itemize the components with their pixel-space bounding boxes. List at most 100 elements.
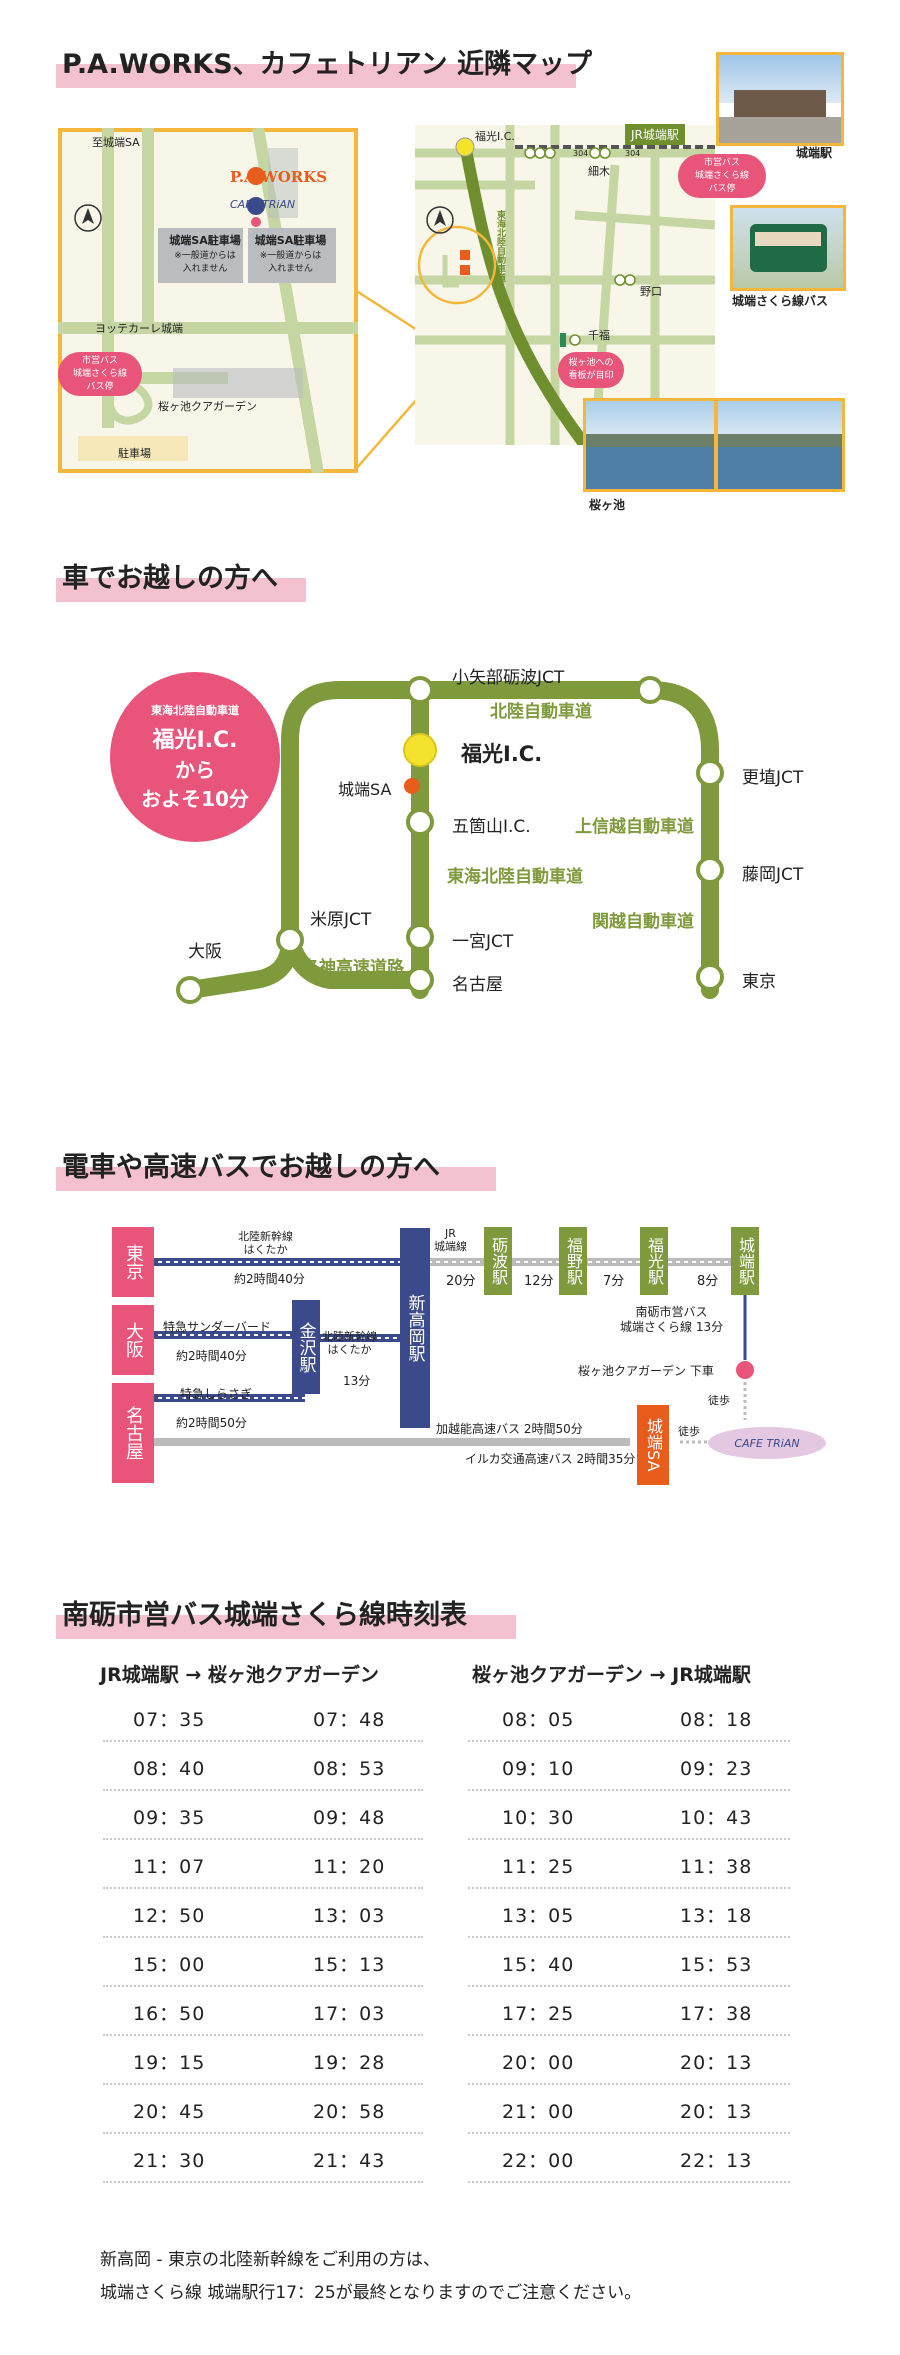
- inset-parking-2: 城端SA駐車場 ※一般道からは 入れません: [248, 232, 333, 274]
- label-tokyo-time: 約2時間40分: [234, 1272, 305, 1286]
- label-walk-2: 徒歩: [678, 1425, 700, 1438]
- caption-sakuragaike: 桜ヶ池: [589, 498, 626, 512]
- station-johana: 城端駅: [731, 1227, 759, 1295]
- label-walk: 徒歩: [708, 1394, 730, 1407]
- station-fukuno-label: 福野駅: [564, 1237, 583, 1285]
- section-title-timetable: 南砺市営バス城端さくら線時刻表: [62, 1600, 467, 1631]
- node-osaka: 大阪: [188, 942, 222, 962]
- inset-bus-stop-callout: 市営バス 城端さくら線 バス停: [58, 352, 142, 396]
- highway-diagram: [176, 676, 724, 1004]
- label-kanazawa-line2: はくたか: [327, 1343, 372, 1356]
- area-senpuku: 千福: [588, 329, 610, 342]
- inset-parking-2-note2: 入れません: [268, 264, 313, 274]
- arrival-time: 13：18: [680, 1905, 753, 1927]
- node-gokayama: 五箇山I.C.: [452, 817, 531, 837]
- inset-map: [58, 128, 358, 473]
- label-kanazawa-time: 13分: [343, 1374, 371, 1388]
- label-osaka-train: 特急サンダーバード: [163, 1320, 271, 1334]
- inset-to-sa: 至城端SA: [92, 136, 140, 149]
- label-sakura-bus-line1: 南砺市営バス: [635, 1305, 708, 1319]
- caption-johana-station: 城端駅: [796, 146, 833, 160]
- origin-osaka-label: 大阪: [123, 1322, 144, 1358]
- area-bus-callout-line1: 市営バス: [703, 158, 740, 168]
- node-koshoku: 更埴JCT: [742, 768, 804, 788]
- section-title-highlight-car: [56, 578, 306, 602]
- road-hokuriku: 北陸自動車道: [490, 702, 592, 722]
- arrival-time: 07：48: [313, 1709, 386, 1731]
- caption-sakura-bus: 城端さくら線バス: [732, 294, 829, 308]
- node-ichinomiya: 一宮JCT: [452, 932, 514, 952]
- departure-time: 20：00: [502, 2052, 575, 2074]
- area-map: [415, 125, 715, 445]
- label-tokyo-line2: はくたか: [243, 1243, 288, 1256]
- area-bus-callout-line2: 城端さくら線: [694, 171, 749, 181]
- arrival-time: 11：20: [313, 1856, 386, 1878]
- car-badge-line3: から: [175, 758, 215, 782]
- inset-cafe-logo: CAFE TRiAN: [230, 198, 296, 211]
- departure-time: 10：30: [502, 1807, 575, 1829]
- label-seg4: 8分: [697, 1274, 719, 1289]
- departure-time: 22：00: [502, 2150, 575, 2172]
- departure-time: 12：50: [133, 1905, 206, 1927]
- arrival-time: 17：03: [313, 2003, 386, 2025]
- zoom-connector: [355, 288, 426, 470]
- area-route-304-a: 304: [573, 149, 589, 158]
- departure-time: 21：30: [133, 2150, 206, 2172]
- label-seg2: 12分: [524, 1274, 554, 1289]
- road-joshinetsu: 上信越自動車道: [575, 817, 694, 837]
- label-kanazawa-line1: 北陸新幹線: [322, 1330, 377, 1343]
- departure-time: 15：00: [133, 1954, 206, 1976]
- area-sign-callout: 桜ヶ池への 看板が目印: [558, 352, 624, 388]
- section-title-highlight: [56, 64, 576, 88]
- label-garden-stop: 桜ヶ池クアガーデン 下車: [578, 1364, 714, 1378]
- label-seg3: 7分: [603, 1274, 625, 1289]
- departure-time: 16：50: [133, 2003, 206, 2025]
- photo-sakura-bus: [730, 205, 846, 291]
- section-title-car: 車でお越しの方へ: [62, 563, 278, 594]
- section-title-train: 電車や高速バスでお越しの方へ: [62, 1152, 440, 1183]
- area-fukumitsu-ic: 福光I.C.: [475, 130, 515, 143]
- area-north-arrow-icon: [426, 206, 454, 234]
- departure-time: 11：25: [502, 1856, 575, 1878]
- label-kaetsuno-bus: 加越能高速バス 2時間50分: [436, 1422, 583, 1436]
- label-tokyo-line1: 北陸新幹線: [238, 1230, 293, 1243]
- departure-time: 09：35: [133, 1807, 206, 1829]
- section-title-map: P.A.WORKS、カフェトリアン 近隣マップ: [62, 49, 592, 80]
- inset-paworks-logo: P.A.WORKS: [230, 168, 328, 186]
- area-highway-label: 東海北陸自動車道: [495, 210, 505, 282]
- photo-sakuragaike-1: [583, 398, 717, 492]
- label-seg1: 20分: [446, 1274, 476, 1289]
- station-fukuno: 福野駅: [559, 1227, 587, 1295]
- inset-parking-2-note: ※一般道からは: [259, 251, 322, 261]
- departure-time: 11：07: [133, 1856, 206, 1878]
- area-bus-callout: 市営バス 城端さくら線 バス停: [678, 154, 766, 198]
- timetable-row: 20：00 20：13: [468, 2034, 790, 2085]
- car-badge-line1: 東海北陸自動車道: [151, 704, 239, 717]
- station-shin-takaoka: 新高岡駅: [400, 1228, 430, 1428]
- arrival-time: 15：53: [680, 1954, 753, 1976]
- inset-bus-stop-line2: 城端さくら線: [72, 369, 127, 379]
- inset-parking-1-note: ※一般道からは: [174, 251, 236, 261]
- arrival-time: 20：13: [680, 2052, 753, 2074]
- arrival-time: 08：18: [680, 1709, 753, 1731]
- label-jr-line2: 城端線: [434, 1240, 467, 1253]
- arrival-time: 20：58: [313, 2101, 386, 2123]
- station-kanazawa-label: 金沢駅: [295, 1321, 316, 1373]
- inset-parking-1: 城端SA駐車場 ※一般道からは 入れません: [165, 232, 245, 274]
- inset-parking-2-label: 城端SA駐車場: [254, 234, 327, 247]
- departure-time: 20：45: [133, 2101, 206, 2123]
- label-nagoya-train: 特急しらさぎ: [180, 1387, 253, 1401]
- area-sign-callout-line2: 看板が目印: [568, 371, 614, 381]
- road-meishin: 名神高速道路: [302, 958, 404, 978]
- origin-tokyo-label: 東京: [123, 1244, 144, 1280]
- area-route-304-b: 304: [625, 149, 641, 158]
